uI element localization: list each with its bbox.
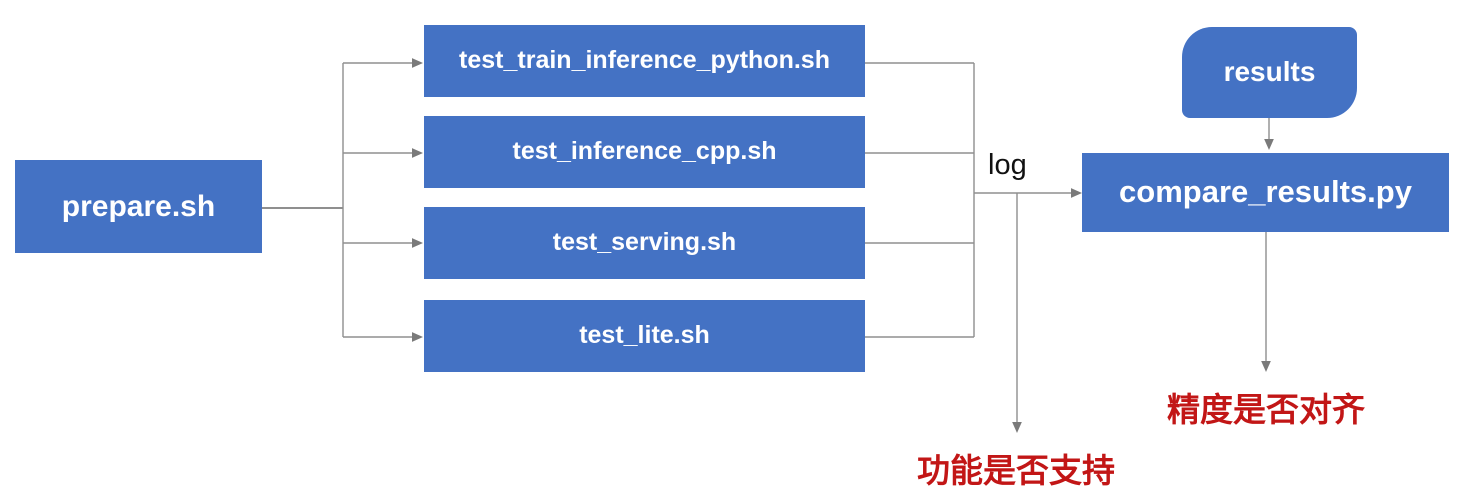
node-test-lite: test_lite.sh <box>424 300 865 372</box>
node-compare-results-py: compare_results.py <box>1082 153 1449 232</box>
node-results: results <box>1182 27 1357 118</box>
node-test-inference-cpp: test_inference_cpp.sh <box>424 116 865 188</box>
node-prepare-sh: prepare.sh <box>15 160 262 253</box>
edge-label-log: log <box>988 149 1027 181</box>
outcome-precision-aligned: 精度是否对齐 <box>1167 391 1365 428</box>
outcome-function-support: 功能是否支持 <box>917 452 1115 489</box>
node-test-train-inference-python: test_train_inference_python.sh <box>424 25 865 97</box>
node-test-serving: test_serving.sh <box>424 207 865 279</box>
